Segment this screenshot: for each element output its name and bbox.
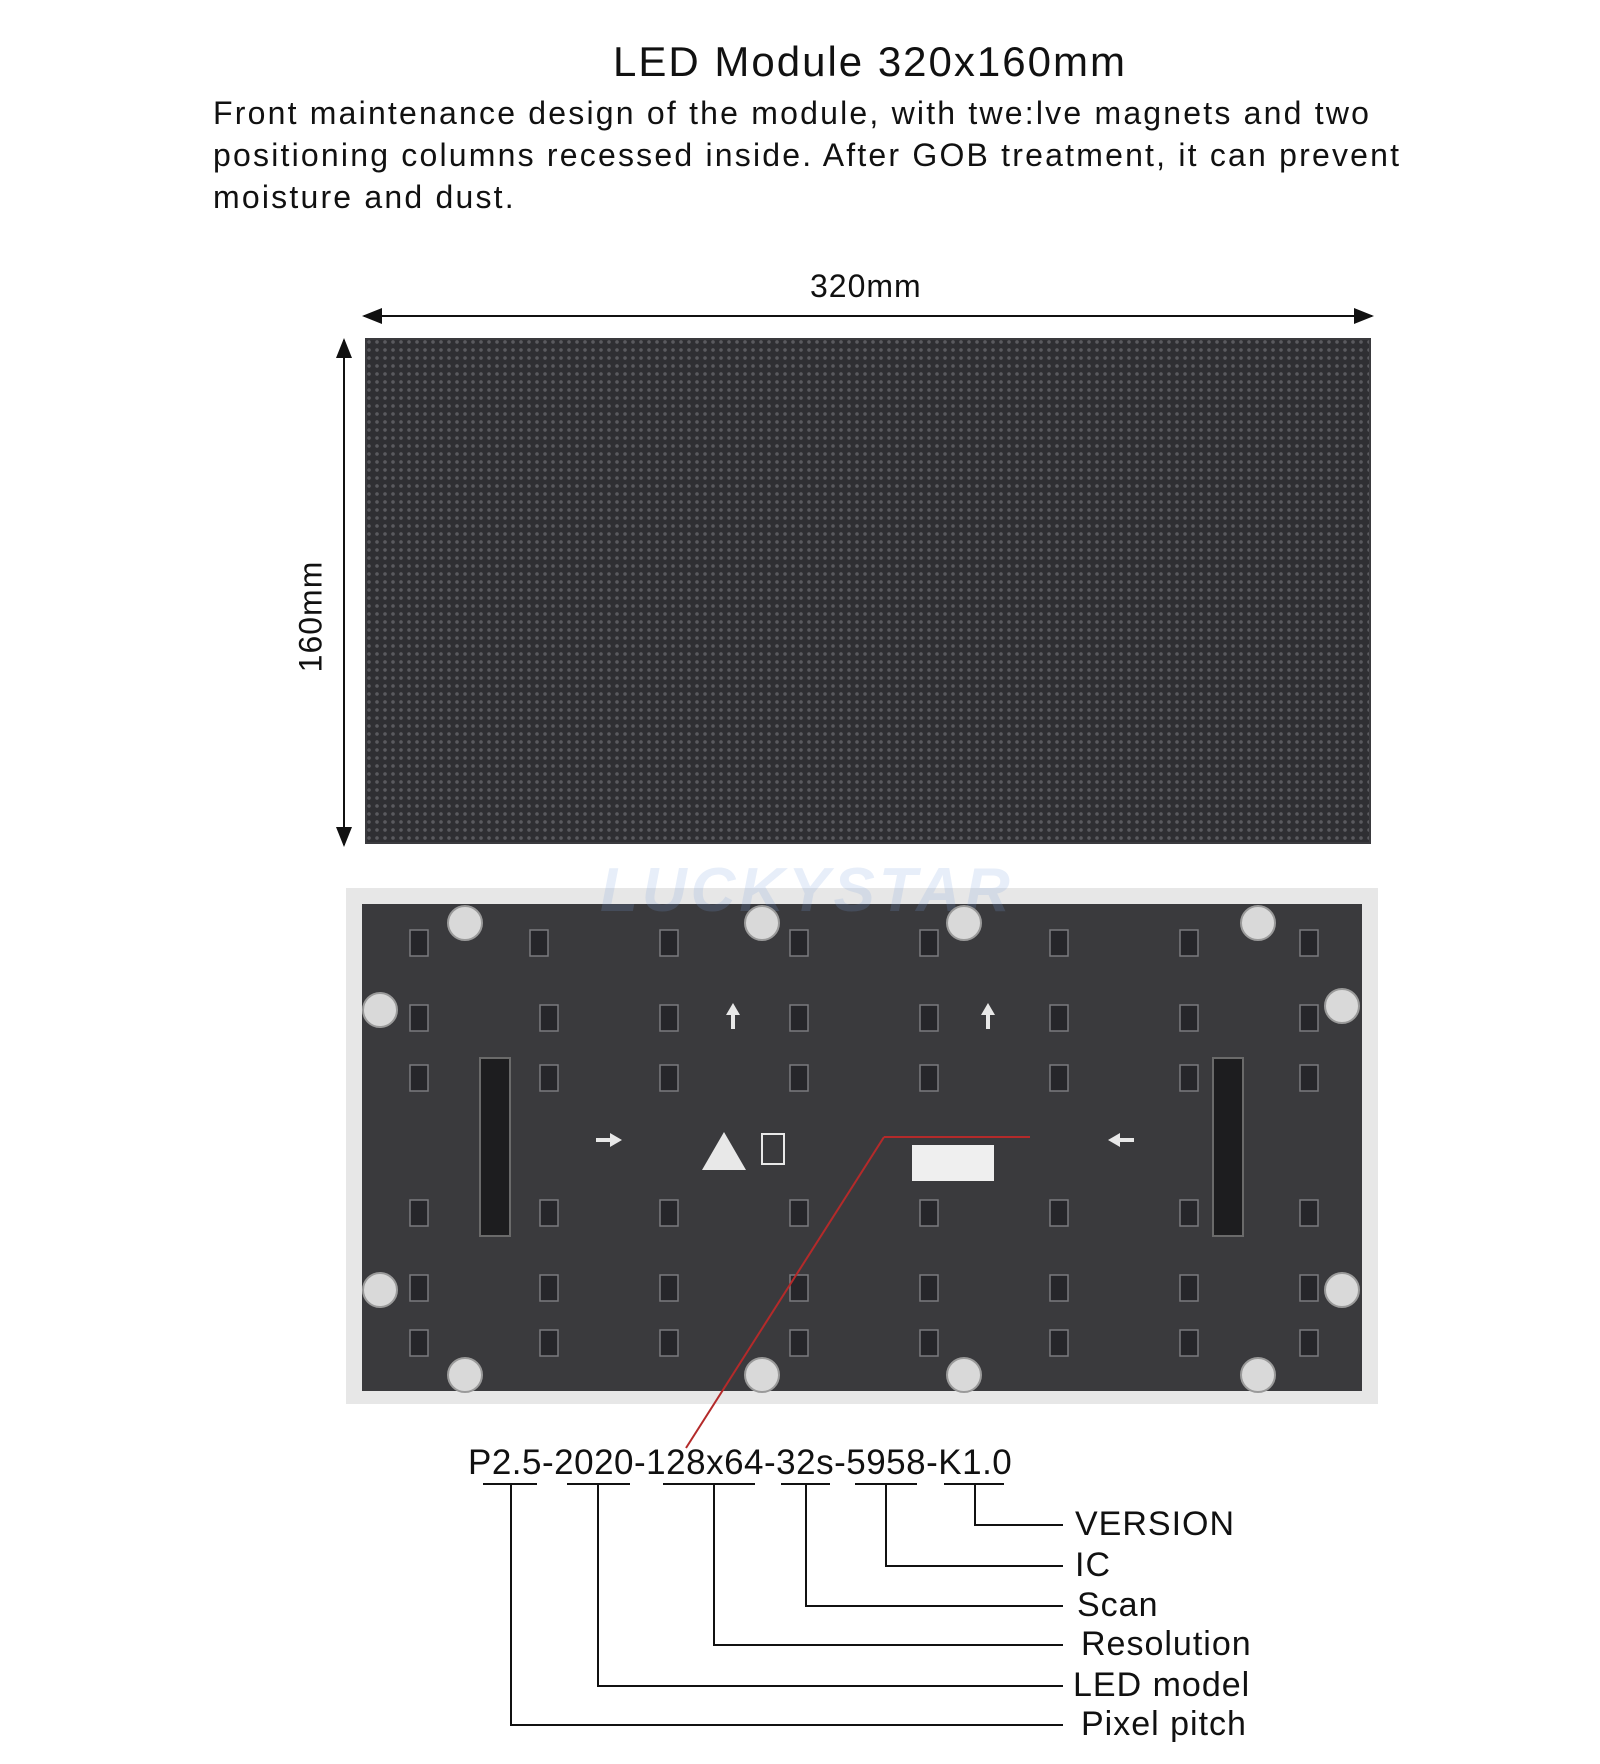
recycle-bin-icon xyxy=(761,1133,785,1165)
chip xyxy=(409,1329,429,1357)
legend-led-model: LED model xyxy=(1073,1666,1251,1704)
chip xyxy=(1049,1004,1069,1032)
magnet xyxy=(744,1357,780,1393)
chip xyxy=(409,1199,429,1227)
chip xyxy=(529,929,549,957)
pointer-line xyxy=(685,1136,885,1449)
connector-left xyxy=(479,1057,511,1237)
magnet xyxy=(946,1357,982,1393)
chip xyxy=(539,1329,559,1357)
chip xyxy=(1179,1199,1199,1227)
chip xyxy=(659,929,679,957)
legend-pixel-pitch: Pixel pitch xyxy=(1081,1705,1247,1743)
magnet xyxy=(1240,905,1276,941)
chip xyxy=(1179,1329,1199,1357)
chip xyxy=(919,1274,939,1302)
right-arrow-icon xyxy=(596,1133,622,1147)
chip xyxy=(1049,1274,1069,1302)
chip xyxy=(919,929,939,957)
chip xyxy=(919,1329,939,1357)
module-description: Front maintenance design of the module, … xyxy=(213,95,1402,215)
chip xyxy=(789,1329,809,1357)
chip xyxy=(1049,1329,1069,1357)
chip xyxy=(1179,929,1199,957)
chip xyxy=(1179,1064,1199,1092)
chip xyxy=(1299,1329,1319,1357)
chip xyxy=(539,1274,559,1302)
chip xyxy=(789,1199,809,1227)
chip xyxy=(1299,1004,1319,1032)
chip xyxy=(409,929,429,957)
legend-resolution: Resolution xyxy=(1081,1625,1252,1663)
magnet xyxy=(362,992,398,1028)
chip xyxy=(789,1064,809,1092)
chip xyxy=(539,1004,559,1032)
magnet xyxy=(1240,1357,1276,1393)
magnet xyxy=(447,1357,483,1393)
chip xyxy=(409,1004,429,1032)
chip xyxy=(919,1004,939,1032)
chip-grid xyxy=(409,929,1319,1357)
connector-right xyxy=(1212,1057,1244,1237)
back-board-details xyxy=(362,905,1360,1393)
leader-lines xyxy=(510,1484,1063,1726)
magnet xyxy=(744,905,780,941)
up-arrow-icon xyxy=(726,1003,740,1029)
magnet xyxy=(1324,988,1360,1024)
chip xyxy=(409,1274,429,1302)
magnets xyxy=(362,905,1360,1393)
magnet xyxy=(447,905,483,941)
chip xyxy=(409,1064,429,1092)
board-arrow-icons xyxy=(596,1003,1134,1147)
magnet xyxy=(362,1272,398,1308)
chip xyxy=(919,1064,939,1092)
chip xyxy=(1179,1274,1199,1302)
chip xyxy=(1299,1064,1319,1092)
leader-pixel-pitch xyxy=(510,1484,1063,1726)
legend-ic: IC xyxy=(1075,1546,1111,1584)
esd-warning-icon xyxy=(702,1132,746,1170)
chip xyxy=(789,1004,809,1032)
width-dimension-label: 320mm xyxy=(810,268,922,304)
chip xyxy=(1049,1199,1069,1227)
watermark-logo: LUCKYSTAR xyxy=(600,856,1014,925)
legend-scan: Scan xyxy=(1077,1586,1159,1624)
magnet xyxy=(1324,1272,1360,1308)
leader-resolution xyxy=(713,1484,1063,1646)
chip xyxy=(1049,929,1069,957)
leader-ic xyxy=(885,1484,1063,1567)
chip xyxy=(659,1064,679,1092)
leader-scan xyxy=(805,1484,1063,1607)
chip xyxy=(659,1004,679,1032)
page-title: LED Module 320x160mm xyxy=(613,38,1127,85)
chip xyxy=(1049,1064,1069,1092)
chip xyxy=(659,1199,679,1227)
left-arrow-icon xyxy=(1108,1133,1134,1147)
model-code: P2.5-2020-128x64-32s-5958-K1.0 xyxy=(468,1443,1013,1482)
chip xyxy=(919,1199,939,1227)
chip xyxy=(1299,1199,1319,1227)
board-label-sticker xyxy=(912,1145,994,1181)
chip xyxy=(1179,1004,1199,1032)
chip xyxy=(659,1274,679,1302)
chip xyxy=(1299,1274,1319,1302)
legend-version: VERSION xyxy=(1075,1505,1236,1543)
leader-led-model xyxy=(597,1484,1063,1687)
led-module-front-photo xyxy=(365,338,1371,844)
chip xyxy=(789,929,809,957)
up-arrow-icon xyxy=(981,1003,995,1029)
chip xyxy=(789,1274,809,1302)
magnet xyxy=(946,905,982,941)
chip xyxy=(539,1064,559,1092)
led-module-back-board xyxy=(362,904,1362,1391)
chip xyxy=(1299,929,1319,957)
chip xyxy=(659,1329,679,1357)
chip xyxy=(539,1199,559,1227)
leader-version xyxy=(974,1484,1063,1526)
